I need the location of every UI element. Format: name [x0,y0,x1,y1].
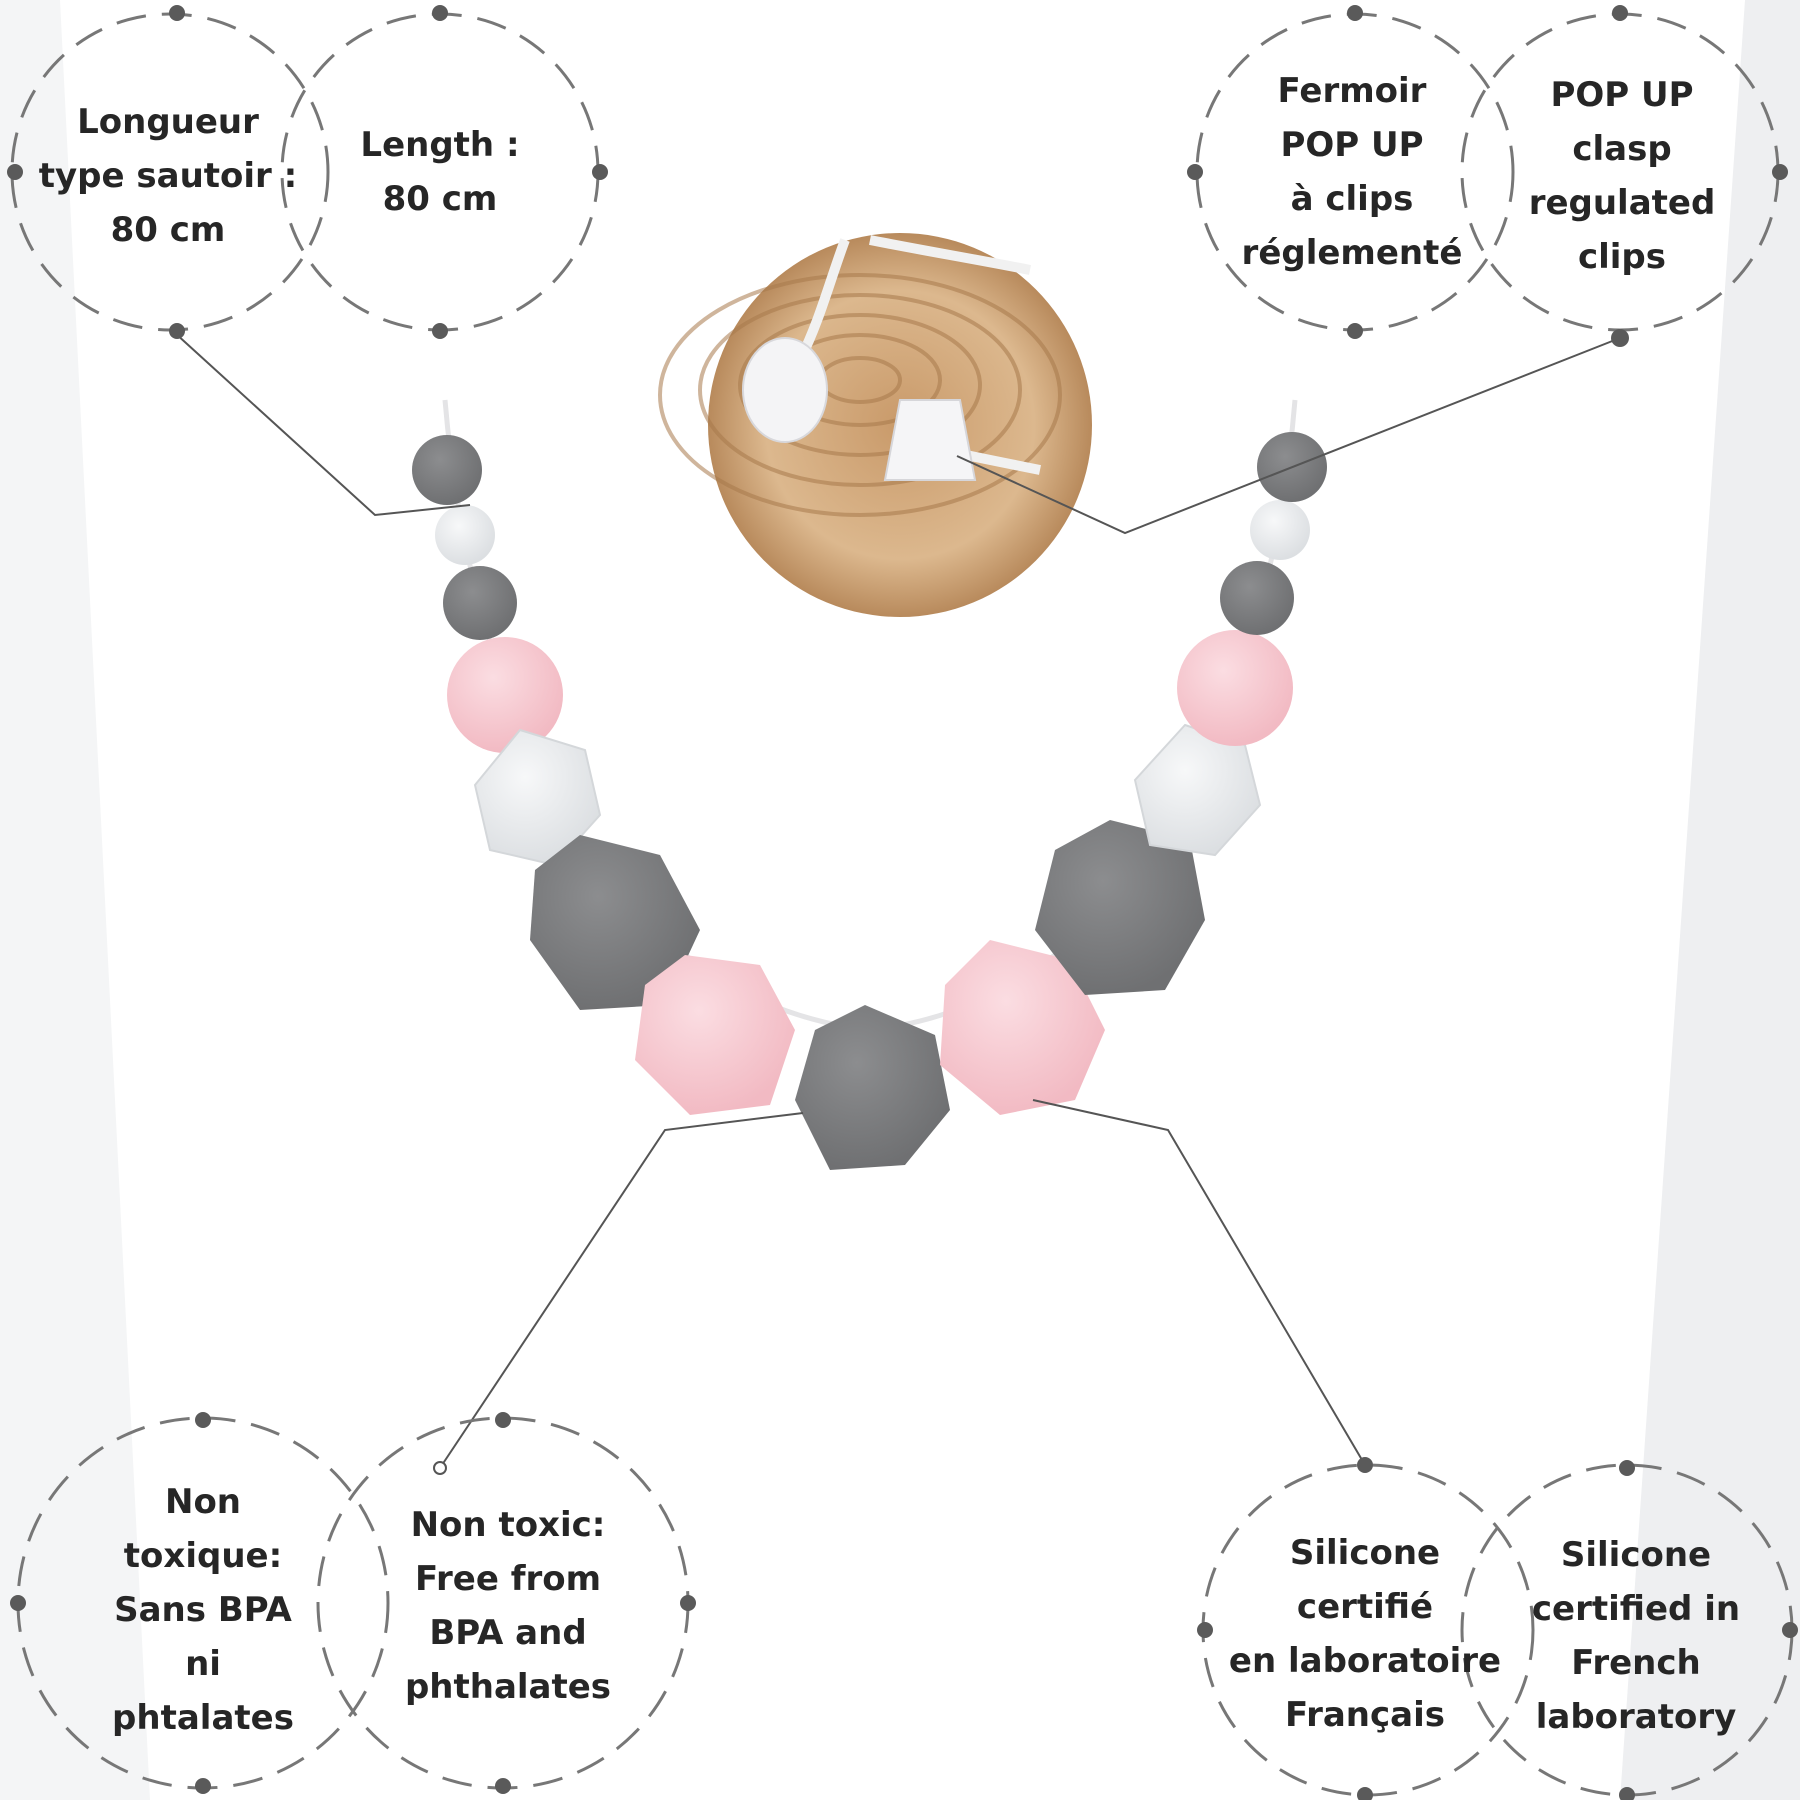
bead-marble [1250,500,1310,560]
callout-line-toxic [439,1112,804,1469]
bubble-silicone-en: Silicone certified in French laboratory [1531,1535,1741,1737]
bubble-dots [7,5,1798,1800]
background-panel-right [1620,0,1800,1800]
background-panel-left [0,0,150,1800]
bead-pink [447,637,563,753]
bubble-toxic-en: Non toxic: Free from BPA and phthalates [404,1505,612,1707]
callout-line-clasp [956,337,1621,535]
bead-grey [443,566,517,640]
bubble-silicone-fr: Silicone certifié en laboratoire Françai… [1228,1533,1502,1735]
bead-grey [1220,561,1294,635]
callout-line-length [174,332,471,517]
callout-line-silicone [1032,1099,1366,1466]
bead-grey [530,835,700,1010]
bead-grey [1035,820,1205,995]
clasp-photo [658,233,1092,617]
bubble-length-en: Length : 80 cm [360,125,520,219]
bead-pink [635,955,795,1115]
bead-pink [1177,630,1293,746]
bubble-toxic-fr: Non toxique: Sans BPA ni phtalates [112,1482,294,1738]
bubble-clasp-fr: Fermoir POP UP à clips réglementé [1241,71,1463,273]
necklace-beads [412,432,1327,1170]
bead-grey [412,435,482,505]
bubble-length-fr: Longueur type sautoir : 80 cm [38,102,298,250]
bead-grey [795,1005,950,1170]
bead-marble [435,505,495,565]
callout-lines [174,332,1621,1469]
bubble-clasp-en: POP UP clasp regulated clips [1528,75,1716,277]
callout-anchor-toxic [433,1461,447,1475]
bead-pink [940,940,1105,1115]
